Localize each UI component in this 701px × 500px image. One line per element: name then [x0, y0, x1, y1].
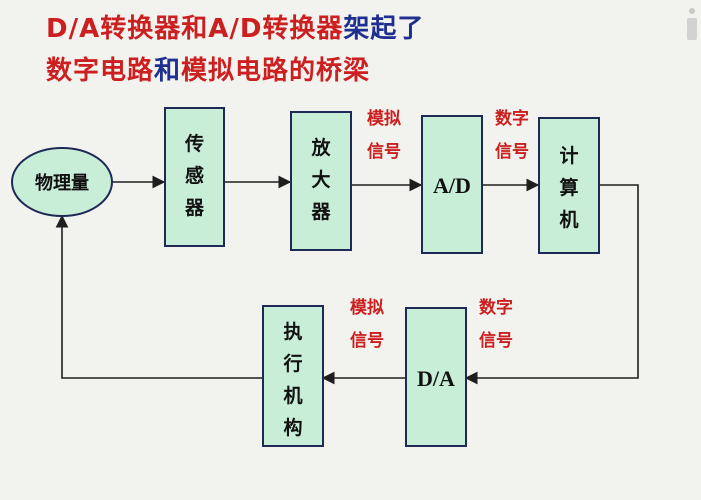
node-sensor: 传 感 器: [164, 107, 225, 247]
annotation-analog-signal-bottom: 模拟 信号: [350, 297, 384, 351]
node-actuator: 执 行 机 构: [262, 305, 324, 447]
node-label: 器: [310, 201, 331, 223]
node-computer: 计 算 机: [538, 117, 600, 254]
annotation-text: 模拟: [350, 297, 384, 318]
node-label: 机: [283, 385, 302, 407]
node-label: D/A: [417, 366, 455, 391]
node-label: 器: [184, 197, 205, 219]
annotation-digital-signal-top: 数字 信号: [495, 108, 529, 162]
annotation-digital-signal-bottom: 数字 信号: [479, 297, 513, 351]
node-physical-quantity: 物理量: [11, 147, 113, 217]
node-label: 算: [559, 176, 578, 199]
annotation-text: 数字: [479, 297, 513, 318]
node-adc: A/D: [421, 115, 483, 254]
title-part: 模拟电路的桥梁: [181, 56, 371, 86]
annotation-text: 数字: [495, 108, 529, 129]
title-line-1: D/A转换器和A/D转换器架起了: [46, 8, 424, 45]
title-line-2: 数字电路和模拟电路的桥梁: [46, 50, 370, 87]
annotation-text: 信号: [479, 330, 513, 351]
node-label: 机: [559, 209, 578, 231]
title-part: D/A转换器和: [46, 14, 209, 44]
person-icon: [687, 8, 697, 40]
annotation-text: 模拟: [367, 108, 401, 129]
node-label: 大: [311, 168, 330, 191]
title-part: 数字电路: [46, 56, 155, 86]
node-label: 放: [310, 136, 331, 159]
node-label: 行: [282, 352, 302, 375]
edge-computer-to-dac: [464, 184, 639, 385]
annotation-text: 信号: [350, 330, 384, 351]
node-label: 物理量: [35, 172, 89, 194]
title-part: 架起了: [343, 14, 425, 44]
node-label: 传: [184, 132, 204, 155]
node-label: 计: [559, 145, 578, 167]
annotation-text: 信号: [367, 141, 401, 162]
node-label: 感: [185, 164, 204, 187]
node-label: 执: [283, 320, 302, 343]
title-part: A/D转换器: [208, 14, 344, 44]
node-amplifier: 放 大 器: [290, 111, 352, 251]
edge-actuator-to-physical: [55, 214, 262, 379]
node-label: 构: [283, 416, 302, 439]
annotation-analog-signal-top: 模拟 信号: [367, 108, 401, 162]
title-part: 和: [154, 56, 182, 86]
annotation-text: 信号: [495, 141, 529, 162]
node-label: A/D: [433, 173, 471, 198]
node-dac: D/A: [405, 307, 467, 447]
